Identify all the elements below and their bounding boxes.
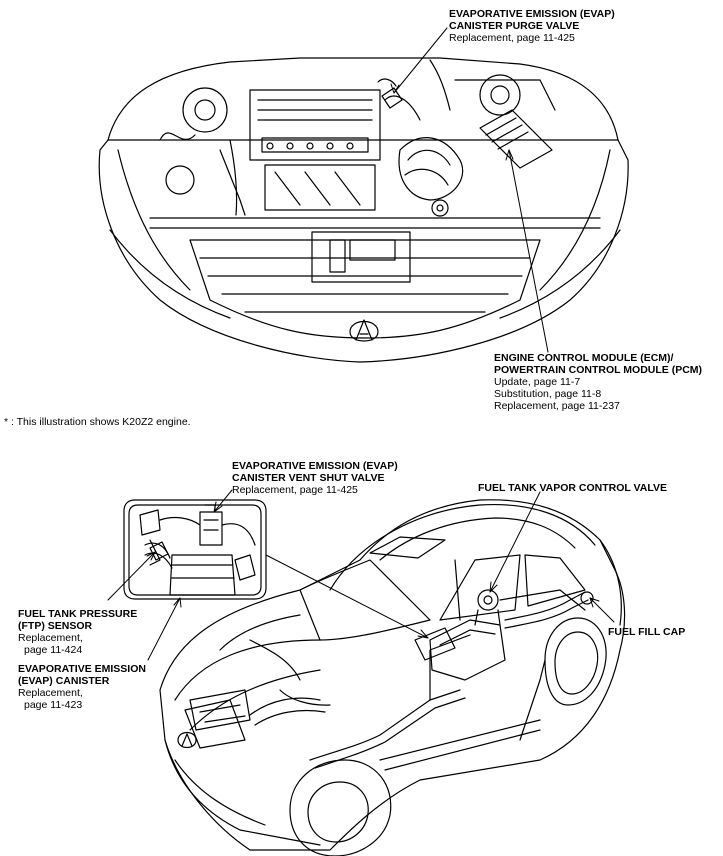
ftp-sensor-page: page 11-424: [24, 644, 83, 656]
canister-replacement: Replacement,: [18, 687, 83, 699]
canister-title-2: (EVAP) CANISTER: [18, 675, 110, 687]
canister-page: page 11-423: [24, 699, 83, 711]
ftp-sensor-label: FUEL TANK PRESSURE (FTP) SENSOR Replacem…: [18, 608, 137, 656]
canister-detail-inset: [123, 499, 267, 600]
leader-lines-top: [390, 27, 549, 353]
vent-valve-replacement: Replacement, page 11-425: [232, 484, 358, 496]
ecm-label: ENGINE CONTROL MODULE (ECM)/ POWERTRAIN …: [494, 352, 702, 412]
ecm-title-1: ENGINE CONTROL MODULE (ECM)/: [494, 352, 674, 364]
fill-cap-label: FUEL FILL CAP: [608, 626, 685, 638]
fill-cap-title: FUEL FILL CAP: [608, 626, 686, 638]
vehicle-illustration: [159, 499, 626, 856]
ecm-substitution: Substitution, page 11-8: [494, 388, 602, 400]
purge-valve-title-1: EVAPORATIVE EMISSION (EVAP): [449, 8, 615, 20]
canister-title-1: EVAPORATIVE EMISSION: [18, 663, 146, 675]
leader-lines-bottom: [107, 489, 615, 661]
ftp-sensor-replacement: Replacement,: [18, 632, 83, 644]
vapor-valve-label: FUEL TANK VAPOR CONTROL VALVE: [478, 482, 667, 494]
vent-valve-title-1: EVAPORATIVE EMISSION (EVAP): [232, 460, 398, 472]
ecm-title-2: POWERTRAIN CONTROL MODULE (PCM): [494, 364, 703, 376]
ecm-replacement: Replacement, page 11-237: [494, 400, 620, 412]
canister-label: EVAPORATIVE EMISSION (EVAP) CANISTER Rep…: [18, 663, 146, 711]
engine-note: * : This illustration shows K20Z2 engine…: [4, 416, 191, 428]
purge-valve-title-2: CANISTER PURGE VALVE: [449, 20, 580, 32]
purge-valve-label: EVAPORATIVE EMISSION (EVAP) CANISTER PUR…: [449, 8, 615, 44]
vapor-valve-title: FUEL TANK VAPOR CONTROL VALVE: [478, 482, 668, 494]
vent-valve-title-2: CANISTER VENT SHUT VALVE: [232, 472, 385, 484]
engine-bay-illustration: [98, 57, 629, 363]
ftp-sensor-title-1: FUEL TANK PRESSURE: [18, 608, 138, 620]
purge-valve-replacement: Replacement, page 11-425: [449, 32, 575, 44]
ftp-sensor-title-2: (FTP) SENSOR: [18, 620, 93, 632]
vent-valve-label: EVAPORATIVE EMISSION (EVAP) CANISTER VEN…: [232, 460, 398, 496]
ecm-update: Update, page 11-7: [494, 376, 581, 388]
